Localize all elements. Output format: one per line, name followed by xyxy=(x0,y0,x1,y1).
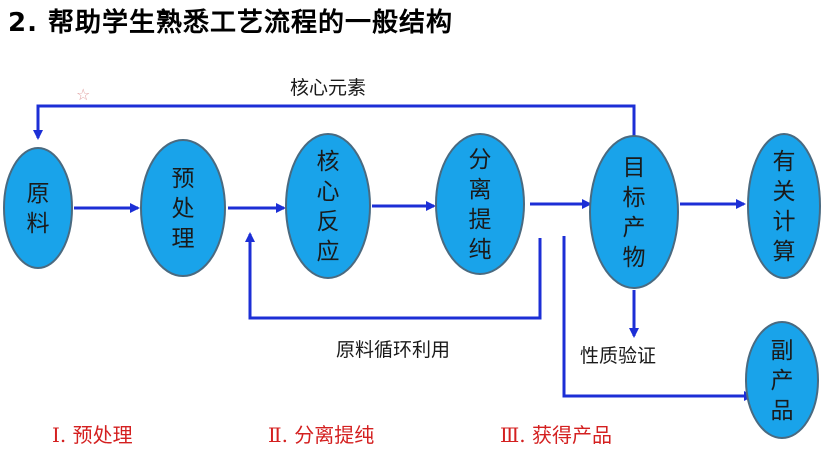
node-target-product: 目标产物 xyxy=(589,135,679,289)
stage-label-product: Ⅲ. 获得产品 xyxy=(500,423,612,447)
node-label-char: 目 xyxy=(623,155,646,181)
node-label-char: 算 xyxy=(773,239,796,265)
node-label: 目标产物 xyxy=(623,155,646,271)
node-byproduct: 副产品 xyxy=(745,321,819,439)
node-label-char: 副 xyxy=(771,338,794,364)
node-label: 分离提纯 xyxy=(469,147,492,263)
edge-sep-to-byproduct xyxy=(562,236,754,401)
node-label-char: 离 xyxy=(469,177,492,203)
node-raw-material: 原料 xyxy=(3,147,73,269)
edge-recycle xyxy=(245,232,542,320)
node-label-char: 心 xyxy=(317,179,340,205)
edge-label-verify: 性质验证 xyxy=(580,345,656,367)
node-label-char: 原 xyxy=(27,181,50,207)
node-label-char: 理 xyxy=(172,226,195,252)
node-label-char: 产 xyxy=(771,368,794,394)
node-core-reaction: 核心反应 xyxy=(285,133,371,279)
node-label-char: 料 xyxy=(27,211,50,237)
node-label: 核心反应 xyxy=(317,149,340,265)
node-label: 有关计算 xyxy=(773,149,796,265)
stage-label-separation: Ⅱ. 分离提纯 xyxy=(268,423,374,447)
node-label-char: 有 xyxy=(773,149,796,175)
stage-label-pretreatment: Ⅰ. 预处理 xyxy=(52,423,133,447)
page-title: 2. 帮助学生熟悉工艺流程的一般结构 xyxy=(8,8,454,38)
node-separation: 分离提纯 xyxy=(435,133,525,275)
edge-core-elements xyxy=(33,104,636,140)
node-calculation: 有关计算 xyxy=(747,133,821,279)
node-label-char: 处 xyxy=(172,196,195,222)
node-label-char: 应 xyxy=(317,239,340,265)
node-label: 副产品 xyxy=(771,338,794,424)
node-label-char: 提 xyxy=(469,207,492,233)
edge-label-core-elements: 核心元素 xyxy=(290,77,366,99)
node-label: 预处理 xyxy=(172,166,195,252)
node-label-char: 反 xyxy=(317,209,340,235)
node-label-char: 核 xyxy=(317,149,340,175)
star-icon: ☆ xyxy=(76,85,90,104)
node-label-char: 分 xyxy=(469,147,492,173)
node-label-char: 预 xyxy=(172,166,195,192)
node-label: 原料 xyxy=(27,181,50,237)
node-label-char: 标 xyxy=(623,185,646,211)
node-label-char: 物 xyxy=(623,245,646,271)
node-label-char: 计 xyxy=(773,209,796,235)
node-label-char: 产 xyxy=(623,215,646,241)
node-pretreatment: 预处理 xyxy=(140,139,226,277)
node-label-char: 关 xyxy=(773,179,796,205)
node-label-char: 纯 xyxy=(469,237,492,263)
node-label-char: 品 xyxy=(771,398,794,424)
edge-label-recycle: 原料循环利用 xyxy=(336,339,450,361)
